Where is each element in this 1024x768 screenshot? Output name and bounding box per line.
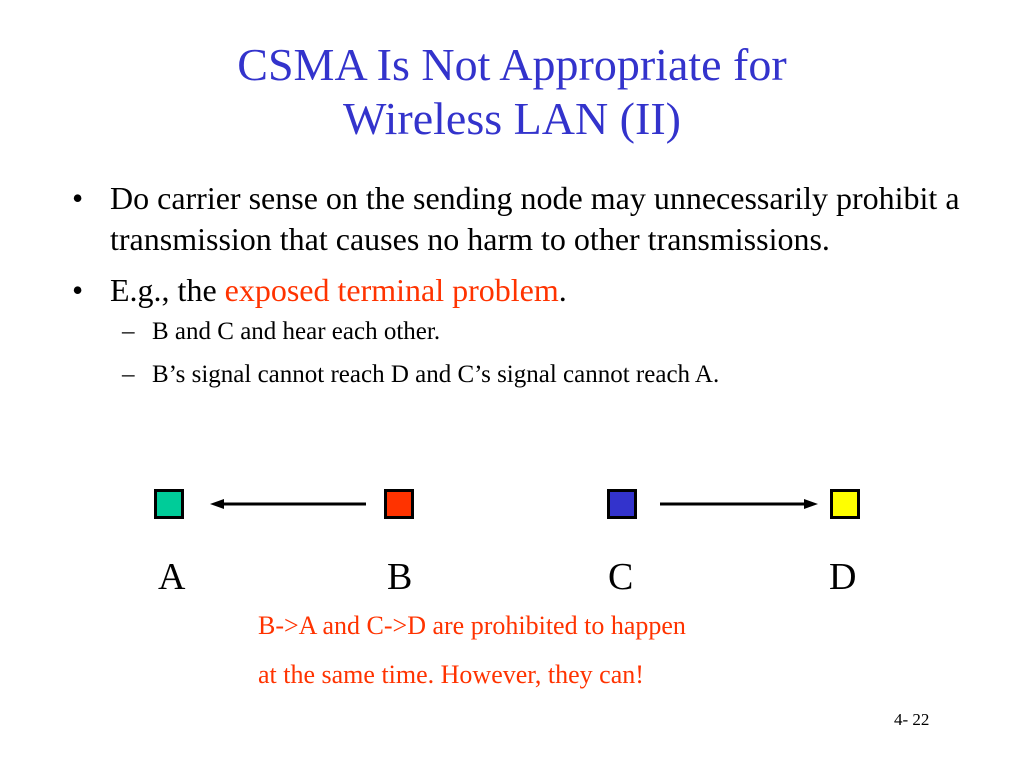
- bullet-text-2-prefix: E.g., the: [110, 272, 225, 308]
- bullet-item-1: • Do carrier sense on the sending node m…: [72, 178, 972, 260]
- sub-bullet-marker: –: [122, 361, 135, 388]
- node-label-b: B: [387, 556, 413, 598]
- sub-bullet-list: – B and C and hear each other. – B’s sig…: [122, 315, 972, 391]
- bullet-list: • Do carrier sense on the sending node m…: [72, 178, 972, 401]
- node-label-c: C: [608, 556, 634, 598]
- arrow-c-to-d: [660, 499, 818, 509]
- note-line-1: B->A and C->D are prohibited to happen: [258, 611, 686, 640]
- slide-title: CSMA Is Not Appropriate for Wireless LAN…: [0, 38, 1024, 146]
- node-c-square: [607, 489, 637, 519]
- sub-bullet-marker: –: [122, 318, 135, 345]
- exposed-terminal-highlight: exposed terminal problem: [224, 272, 559, 308]
- node-label-d: D: [829, 556, 857, 598]
- slide-title-line-1: CSMA Is Not Appropriate for: [237, 39, 787, 90]
- sub-bullet-item-1: – B and C and hear each other.: [122, 315, 972, 348]
- node-b-square: [384, 489, 414, 519]
- node-d-square: [830, 489, 860, 519]
- bullet-marker: •: [72, 180, 84, 216]
- sub-bullet-text-2: B’s signal cannot reach D and C’s signal…: [152, 361, 720, 388]
- sub-bullet-item-2: – B’s signal cannot reach D and C’s sign…: [122, 358, 972, 391]
- node-label-a: A: [158, 556, 186, 598]
- note-line-2: at the same time. However, they can!: [258, 660, 644, 689]
- arrow-b-to-a-head: [210, 499, 224, 509]
- sub-bullet-text-1: B and C and hear each other.: [152, 318, 441, 345]
- slide-title-line-2: Wireless LAN (II): [343, 93, 681, 144]
- bullet-item-2: • E.g., the exposed terminal problem.: [72, 270, 972, 311]
- arrow-b-to-a: [210, 499, 366, 509]
- bullet-marker: •: [72, 272, 84, 308]
- arrow-c-to-d-head: [804, 499, 818, 509]
- node-a-square: [154, 489, 184, 519]
- bullet-text-2-suffix: .: [558, 272, 567, 308]
- page-number: 4- 22: [894, 710, 930, 729]
- bullet-text-1: Do carrier sense on the sending node may…: [110, 180, 960, 257]
